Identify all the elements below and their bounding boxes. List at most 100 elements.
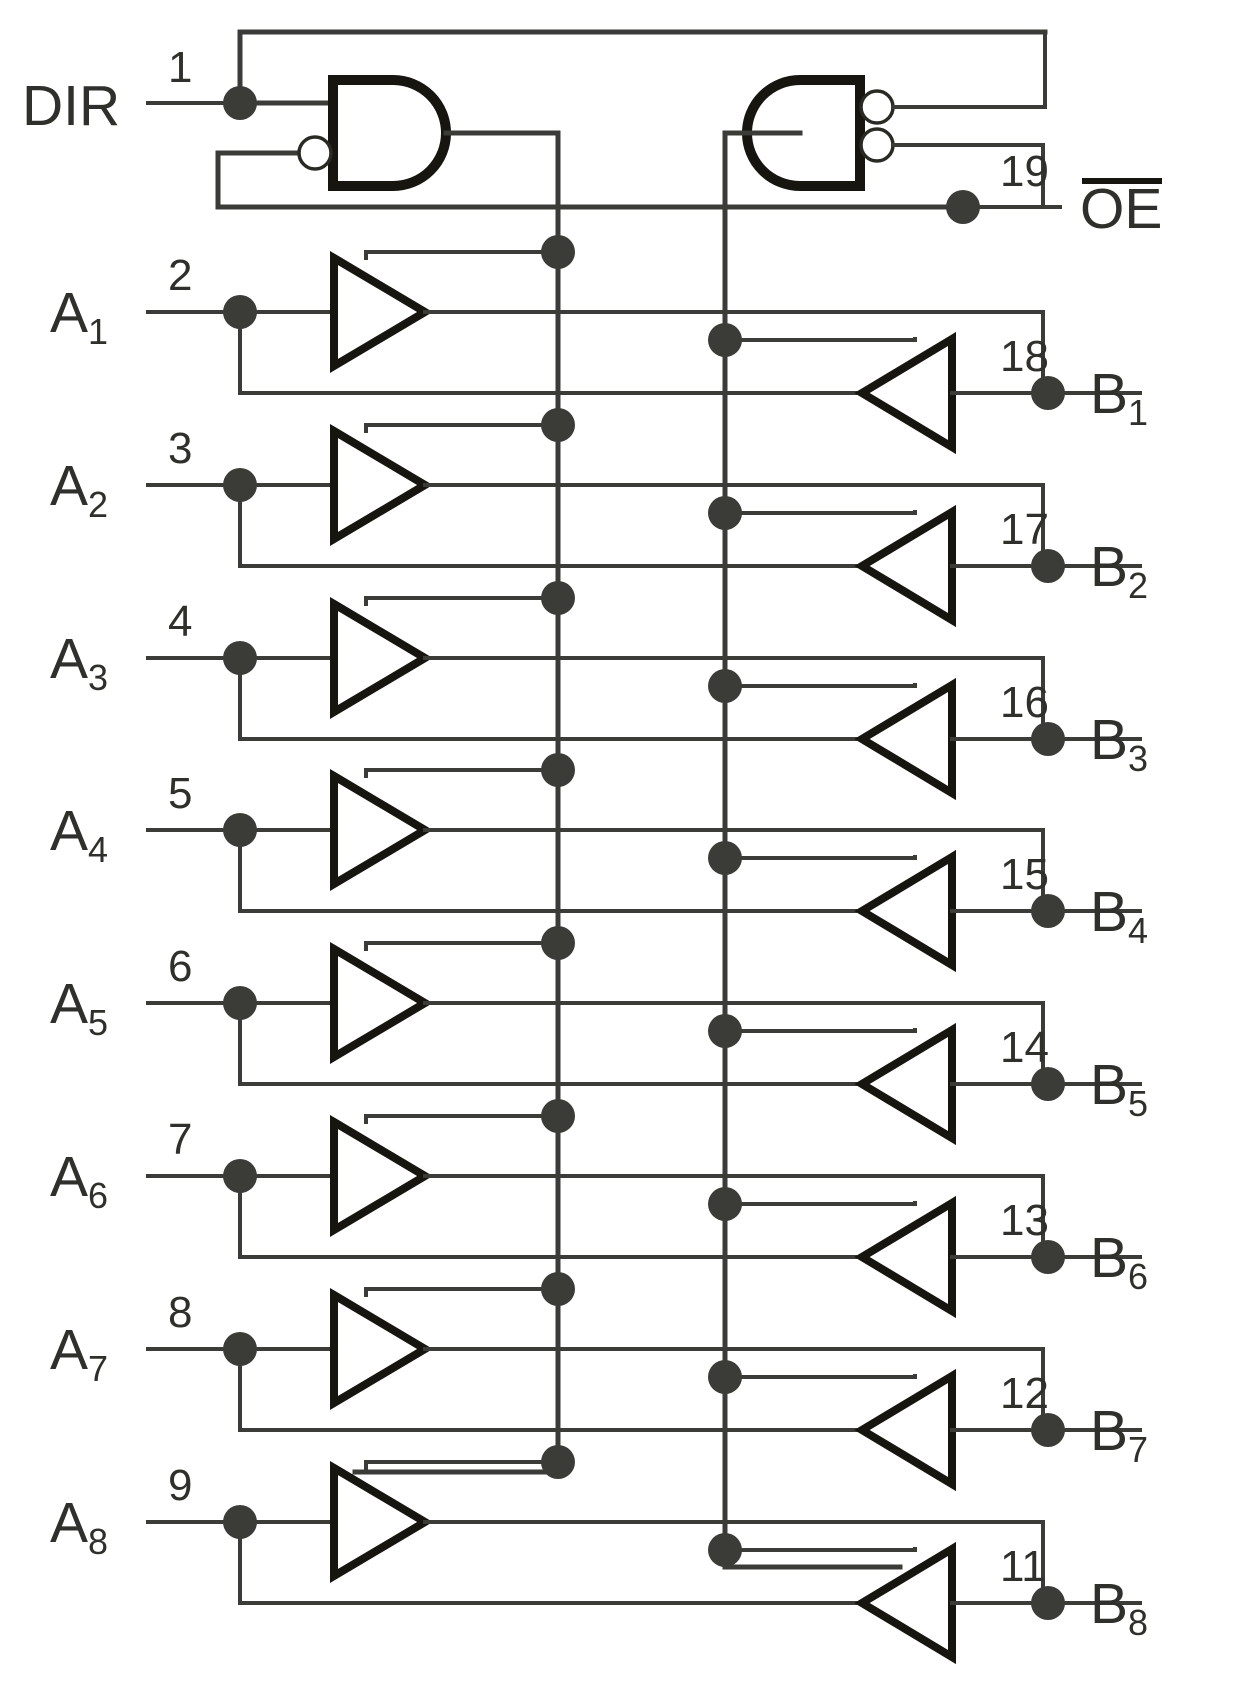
b-port-sub-5: 5: [1128, 1083, 1148, 1124]
left-gate-output-wire: [443, 130, 561, 233]
b-enable-junction-7: [708, 1360, 742, 1394]
a-enable-junction-4: [541, 753, 575, 787]
a-pin-number-5: 6: [168, 942, 192, 991]
b-buffer-enable-3: [723, 683, 917, 688]
b-port-label-1: B1: [1090, 362, 1148, 433]
a-port-sub-8: 8: [88, 1521, 108, 1562]
a-enable-junction-3: [541, 581, 575, 615]
a-enable-junction-7: [541, 1272, 575, 1306]
a-pin-number-7: 8: [168, 1288, 192, 1337]
b-buffer-1: [854, 331, 956, 455]
a-port-label-1: A1: [50, 281, 108, 352]
a-pin-dot-2: [223, 468, 257, 502]
b-pin-number-7: 12: [1000, 1369, 1049, 1418]
a-port-label-6: A6: [50, 1145, 108, 1216]
b-pin-dot-7: [1031, 1413, 1065, 1447]
b-pin-number-6: 13: [1000, 1196, 1049, 1245]
control-section: [146, 29, 1062, 233]
oe-label: OE: [1080, 177, 1162, 241]
buffer-row-2: [146, 408, 1142, 628]
right-gate-output-bubble-lower-icon: [859, 127, 895, 163]
a-buffer-5: [330, 941, 433, 1065]
dir-top-rail: [237, 29, 1048, 106]
b-pin-dot-6: [1031, 1240, 1065, 1274]
right-enable-gate-body: [742, 75, 865, 191]
buffer-row-4: [146, 753, 1142, 973]
a-port-sub-2: 2: [88, 484, 108, 525]
b-pin-dot-3: [1031, 722, 1065, 756]
a-port-sub-3: 3: [88, 657, 108, 698]
a-pin-dot-8: [223, 1505, 257, 1539]
a-pin-number-3: 4: [168, 597, 192, 646]
a-buffer-enable-8: [364, 1460, 560, 1470]
b-pin-dot-1: [1031, 376, 1065, 410]
b-pin-dot-2: [1031, 549, 1065, 583]
a-feedback-5: [238, 1001, 864, 1086]
b-buffer-enable-2: [723, 510, 917, 515]
a-buffer-2: [330, 423, 433, 547]
a-feedback-3: [238, 656, 864, 741]
a-port-label-8: A8: [50, 1491, 108, 1562]
label-layer: A12B118A23B217A34B316A45B415A56B514A67B6…: [22, 43, 1162, 1643]
b-pin-dot-4: [1031, 894, 1065, 928]
buffer-row-5: [146, 926, 1142, 1146]
b-buffer-enable-1: [723, 337, 917, 342]
a-port-sub-5: 5: [88, 1002, 108, 1043]
a-feedback-1: [238, 310, 864, 395]
a-to-b-output-2: [423, 483, 1045, 568]
buffer-row-8: [146, 1445, 1142, 1665]
a-to-b-output-5: [423, 1001, 1045, 1086]
buffer-row-3: [146, 581, 1142, 801]
a-to-b-output-4: [423, 828, 1045, 913]
b-port-sub-1: 1: [1128, 392, 1148, 433]
right-gate-out-lower-wire: [891, 143, 1045, 209]
a-pin-dot-1: [223, 295, 257, 329]
a-enable-junction-2: [541, 408, 575, 442]
a-buffer-enable-5: [364, 941, 560, 951]
a-port-label-2: A2: [50, 454, 108, 525]
a-buffer-enable-7: [364, 1287, 560, 1297]
junction-dot-dir-pin: [223, 86, 257, 120]
b-buffer-enable-8: [723, 1547, 917, 1552]
a-pin-dot-5: [223, 986, 257, 1020]
a-buffer-3: [330, 596, 433, 720]
a-port-label-5: A5: [50, 972, 108, 1043]
a-enable-junction-8: [541, 1445, 575, 1479]
a-enable-junction-6: [541, 1099, 575, 1133]
b-port-sub-4: 4: [1128, 910, 1148, 951]
left-enable-gate-body: [328, 75, 451, 191]
a-buffer-7: [330, 1287, 433, 1411]
a-feedback-2: [238, 483, 864, 568]
a-enable-junction-1: [541, 235, 575, 269]
a-pin-dot-3: [223, 641, 257, 675]
b-enable-junction-6: [708, 1187, 742, 1221]
b-port-sub-3: 3: [1128, 738, 1148, 779]
b-enable-junction-3: [708, 669, 742, 703]
a-port-label-4: A4: [50, 799, 108, 870]
b-buffer-enable-7: [723, 1374, 917, 1379]
b-pin-dot-5: [1031, 1067, 1065, 1101]
b-port-sub-8: 8: [1128, 1602, 1148, 1643]
a-pin-number-2: 3: [168, 424, 192, 473]
dir-pin-number: 1: [168, 43, 192, 92]
b-buffer-enable-5: [723, 1028, 917, 1033]
a-feedback-4: [238, 828, 864, 913]
a-enable-junction-5: [541, 926, 575, 960]
b-enable-junction-2: [708, 496, 742, 530]
b-port-label-7: B7: [1090, 1399, 1148, 1470]
b-port-label-5: B5: [1090, 1053, 1148, 1124]
a-buffer-8: [330, 1460, 433, 1584]
b-port-label-2: B2: [1090, 535, 1148, 606]
a-feedback-6: [238, 1174, 864, 1259]
b-buffer-enable-6: [723, 1201, 917, 1206]
b-port-label-3: B3: [1090, 708, 1148, 779]
b-enable-junction-5: [708, 1014, 742, 1048]
a-pin-dot-7: [223, 1332, 257, 1366]
a-to-b-output-7: [423, 1347, 1045, 1432]
dir-label: DIR: [22, 74, 120, 138]
a-feedback-7: [238, 1347, 864, 1432]
right-enable-bus: [722, 227, 903, 1570]
a-buffer-4: [330, 768, 433, 892]
a-buffer-enable-2: [364, 423, 560, 433]
b-pin-number-2: 17: [1000, 505, 1049, 554]
